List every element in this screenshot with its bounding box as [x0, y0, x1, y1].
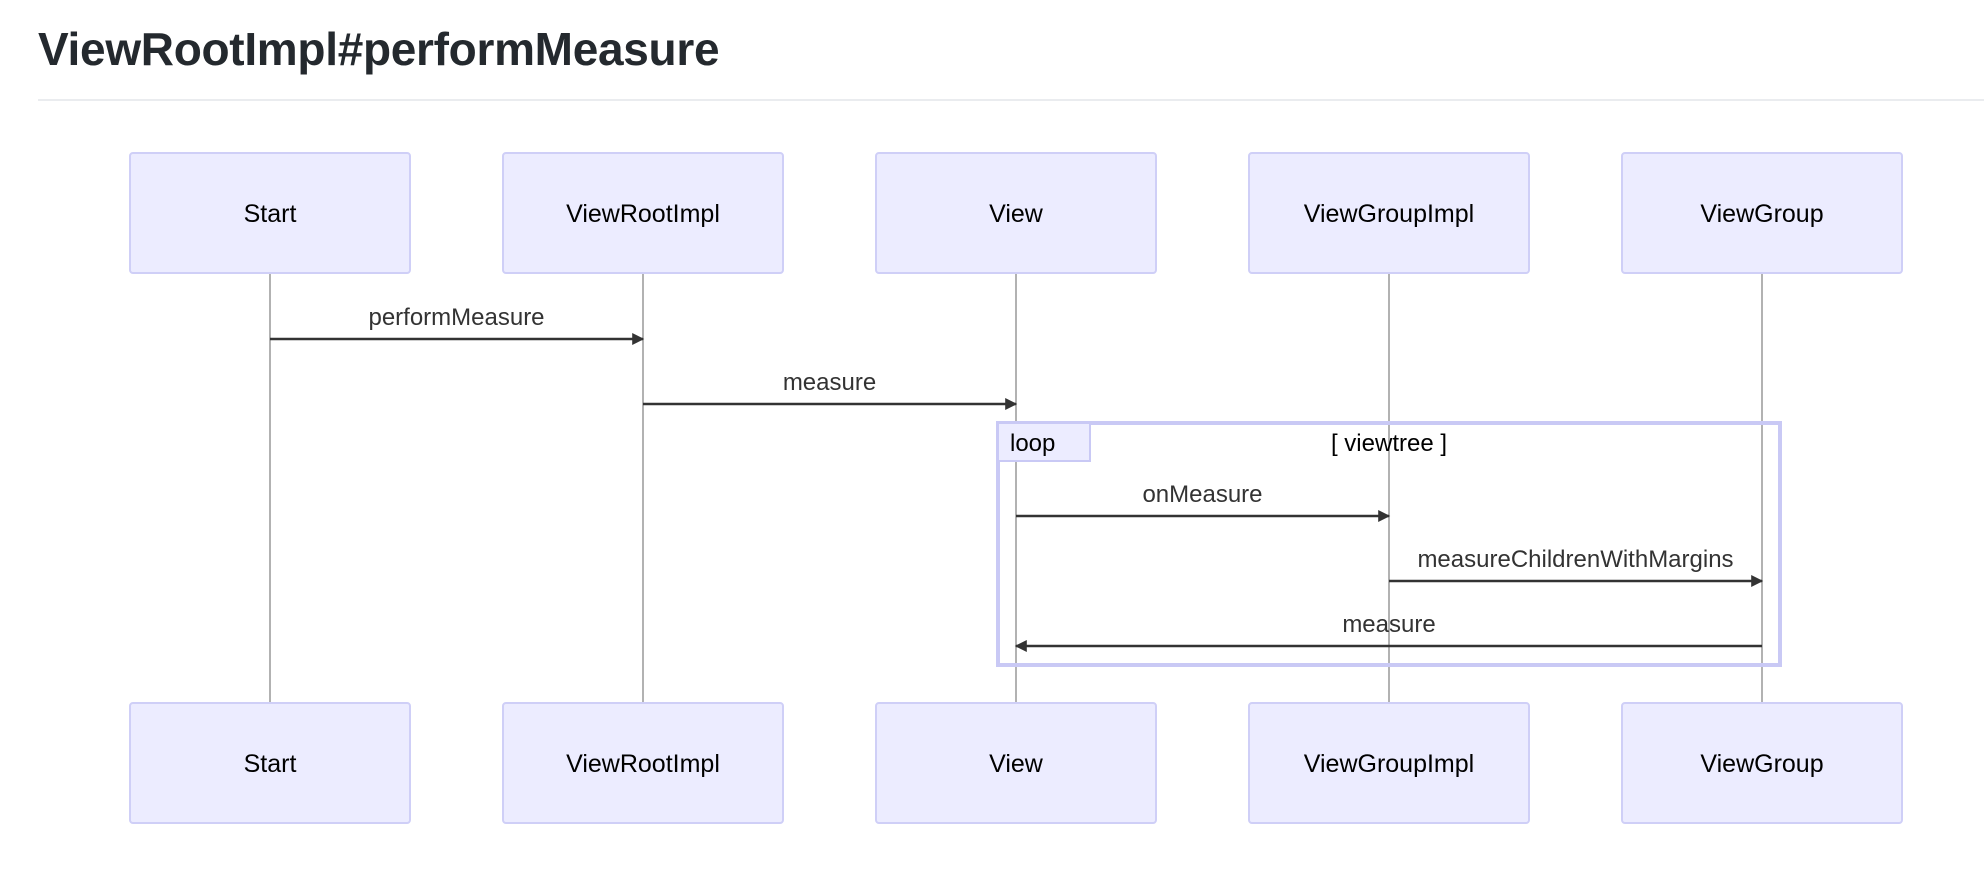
- actor-label: ViewGroupImpl: [1304, 200, 1474, 228]
- page-title: ViewRootImpl#performMeasure: [38, 23, 720, 75]
- actor-start-top[interactable]: Start: [129, 152, 411, 274]
- actor-label: Start: [244, 200, 297, 228]
- actor-view-top[interactable]: View: [875, 152, 1157, 274]
- actor-viewrootimpl-bottom[interactable]: ViewRootImpl: [502, 702, 784, 824]
- loop-frame: [996, 421, 1782, 667]
- actor-label: ViewRootImpl: [566, 200, 720, 228]
- actor-box: [502, 152, 784, 274]
- actor-label: View: [989, 750, 1044, 778]
- actor-label: ViewGroupImpl: [1304, 750, 1474, 778]
- actor-viewrootimpl-top[interactable]: ViewRootImpl: [502, 152, 784, 274]
- actor-box: [1248, 152, 1530, 274]
- actor-box: [502, 702, 784, 824]
- actor-viewgroup-top[interactable]: ViewGroup: [1621, 152, 1903, 274]
- actor-label: Start: [244, 750, 297, 778]
- actor-box: [129, 152, 411, 274]
- actor-view-bottom[interactable]: View: [875, 702, 1157, 824]
- message-label: performMeasure: [368, 304, 544, 331]
- actor-box: [875, 702, 1157, 824]
- actor-box: [875, 152, 1157, 274]
- message-label: onMeasure: [1142, 481, 1262, 508]
- message-4: measureChildrenWithMargins: [1389, 546, 1764, 587]
- actor-viewgroup-bottom[interactable]: ViewGroup: [1621, 702, 1903, 824]
- actor-label: ViewGroup: [1700, 200, 1823, 228]
- message-5: measure: [1014, 611, 1762, 652]
- actor-box: [1248, 702, 1530, 824]
- message-2: measure: [643, 369, 1018, 410]
- message-label: measure: [783, 369, 876, 396]
- message-1: performMeasure: [270, 304, 645, 345]
- actor-label: ViewGroup: [1700, 750, 1823, 778]
- actor-box: [1621, 152, 1903, 274]
- actor-label: View: [989, 200, 1044, 228]
- loop-tag: [997, 422, 1091, 462]
- actor-start-bottom[interactable]: Start: [129, 702, 411, 824]
- loop-condition: [ viewtree ]: [1331, 430, 1447, 457]
- actor-label: ViewRootImpl: [566, 750, 720, 778]
- loop-label: loop: [1010, 430, 1055, 457]
- actor-viewgroupimpl-bottom[interactable]: ViewGroupImpl: [1248, 702, 1530, 824]
- title-divider: [38, 99, 1984, 101]
- message-label: measureChildrenWithMargins: [1417, 546, 1733, 573]
- message-label: measure: [1342, 611, 1435, 638]
- actor-box: [1621, 702, 1903, 824]
- message-3: onMeasure: [1016, 481, 1391, 522]
- actor-box: [129, 702, 411, 824]
- actor-viewgroupimpl-top[interactable]: ViewGroupImpl: [1248, 152, 1530, 274]
